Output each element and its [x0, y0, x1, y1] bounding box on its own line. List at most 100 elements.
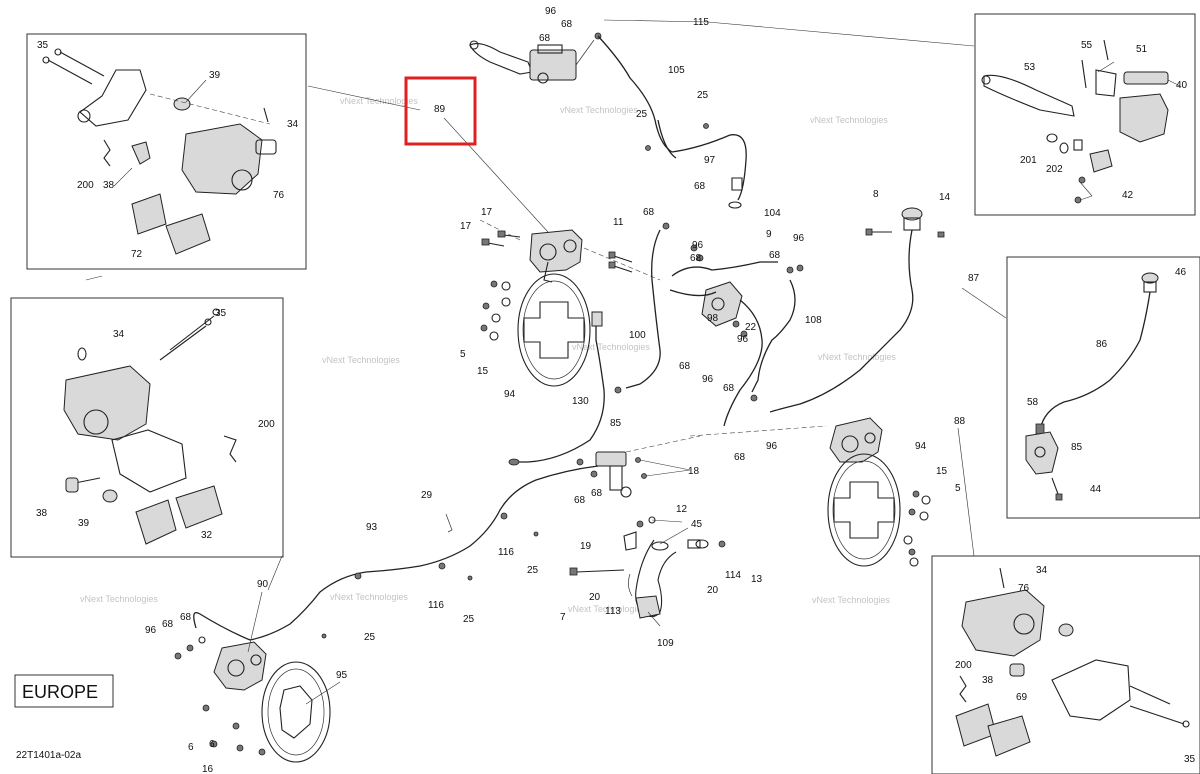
front-master-cylinder	[469, 32, 602, 84]
callout: 38	[103, 180, 115, 191]
callout: 32	[201, 530, 213, 541]
abs-distributor	[701, 281, 748, 338]
callout: 95	[336, 670, 348, 681]
callout: 68	[694, 181, 706, 192]
callout: 25	[463, 614, 475, 625]
callout: 34	[287, 119, 299, 130]
callout: 96	[545, 6, 557, 17]
callout: 100	[629, 330, 646, 341]
callout: 114	[725, 570, 741, 581]
callout-labels: 35 39 34 200 38 76 72 34 35 200 38 39 32…	[36, 6, 1196, 774]
callout: 18	[688, 466, 700, 477]
callout: 58	[1027, 397, 1039, 408]
callout: 35	[37, 40, 49, 51]
callout: 29	[421, 490, 433, 501]
callout: 20	[707, 585, 719, 596]
rear-caliper-90	[174, 636, 267, 691]
callout: 98	[707, 313, 719, 324]
highlight-box	[404, 76, 477, 146]
callout: 39	[209, 70, 221, 81]
inset-rear-brake-detail	[931, 555, 1200, 774]
callout: 20	[589, 592, 601, 603]
callout: 15	[936, 466, 948, 477]
disc-hardware-left	[480, 280, 511, 341]
callout: 42	[1122, 190, 1134, 201]
callout: 53	[1024, 62, 1036, 73]
callout: 87	[968, 273, 980, 284]
callout: 85	[1071, 442, 1083, 453]
callout: 51	[1136, 44, 1148, 55]
callout: 88	[954, 416, 966, 427]
callout: 68	[180, 612, 192, 623]
callout: 202	[1046, 164, 1063, 175]
callout: 200	[955, 660, 972, 671]
callout: 68	[723, 383, 735, 394]
callout: 200	[77, 180, 94, 191]
callout: 38	[36, 508, 48, 519]
callout: 55	[1081, 40, 1093, 51]
svg-text:vNext Technologies: vNext Technologies	[812, 595, 890, 605]
disc-hardware-right	[903, 490, 931, 567]
reservoir-8-14	[865, 207, 945, 238]
callout: 115	[693, 17, 709, 28]
callout: 104	[764, 208, 781, 219]
callout: 34	[113, 329, 125, 340]
callout: 68	[690, 253, 702, 264]
callout: 25	[364, 632, 376, 643]
brake-line-108	[751, 279, 796, 393]
callout: 68	[734, 452, 746, 463]
callout: 94	[504, 389, 516, 400]
callout: 93	[366, 522, 378, 533]
svg-text:vNext Technologies: vNext Technologies	[572, 342, 650, 352]
brake-line-105	[597, 35, 747, 201]
callout: 76	[273, 190, 285, 201]
callout: 105	[668, 65, 685, 76]
callout: 12	[676, 504, 688, 515]
callout: 6	[188, 742, 194, 753]
inset-rear-caliper-detail	[10, 297, 284, 558]
callout: 116	[498, 547, 514, 558]
svg-text:vNext Technologies: vNext Technologies	[80, 594, 158, 604]
callout: 200	[258, 419, 275, 430]
callout: 76	[1018, 583, 1030, 594]
callout: 130	[572, 396, 589, 407]
callout: 35	[1184, 754, 1196, 765]
callout: 16	[202, 764, 214, 774]
callout: 9	[766, 229, 772, 240]
callout: 69	[1016, 692, 1028, 703]
callout: 201	[1020, 155, 1037, 166]
inset-master-cylinder-detail	[974, 13, 1196, 216]
callout: 34	[1036, 565, 1048, 576]
reservoir-hose-87	[769, 229, 914, 413]
svg-text:vNext Technologies: vNext Technologies	[560, 105, 638, 115]
callout: 94	[915, 441, 927, 452]
svg-text:vNext Technologies: vNext Technologies	[810, 115, 888, 125]
callout: 22	[745, 322, 757, 333]
callout: 46	[1175, 267, 1187, 278]
front-disc-94	[517, 273, 591, 387]
brake-line-100	[625, 229, 661, 389]
bolts-17	[481, 230, 521, 247]
brake-line-104	[671, 261, 778, 277]
svg-text:vNext Technologies: vNext Technologies	[330, 592, 408, 602]
callout: 68	[539, 33, 551, 44]
callout: 86	[1096, 339, 1108, 350]
callout: 40	[1176, 80, 1188, 91]
callout: 5	[460, 349, 466, 360]
rear-brake-line-93	[249, 465, 599, 641]
callout: 96	[145, 625, 157, 636]
callout: 68	[643, 207, 655, 218]
callout: 35	[215, 308, 227, 319]
callout: 68	[162, 619, 174, 630]
rear-caliper-88	[829, 417, 883, 463]
callout: 6	[209, 739, 215, 750]
callout: 13	[751, 574, 763, 585]
callout: 45	[691, 519, 703, 530]
callout: 116	[428, 600, 444, 611]
callout: 25	[697, 90, 709, 101]
right-disc-94	[827, 453, 901, 567]
inset-reservoir-detail	[1006, 256, 1200, 519]
callout-highlighted[interactable]: 89	[434, 104, 446, 115]
callout: 11	[613, 217, 624, 228]
